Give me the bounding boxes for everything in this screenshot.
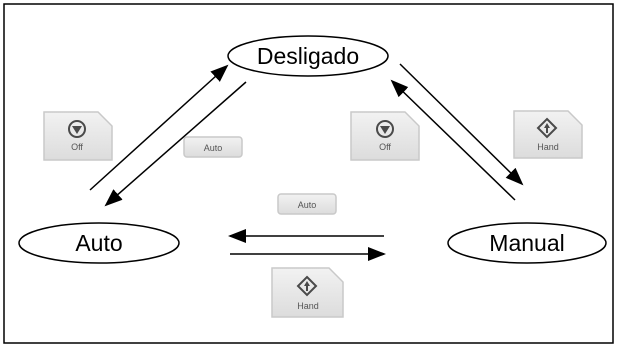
hand-button-right[interactable]: Hand: [513, 110, 583, 159]
diamond-up-icon: [296, 275, 318, 297]
hand-button-bottom[interactable]: Hand: [271, 267, 344, 318]
off-button-left-label: Off: [71, 142, 83, 152]
state-auto-label: Auto: [75, 230, 122, 256]
hand-button-bottom-label: Hand: [297, 301, 319, 311]
diamond-up-icon: [536, 117, 558, 139]
hand-button-right-label: Hand: [537, 142, 559, 152]
state-auto: Auto: [18, 222, 180, 264]
auto-button-top-label: Auto: [204, 143, 223, 153]
arrow-manual-to-off: [390, 79, 516, 201]
state-manual-ellipse: [447, 222, 607, 264]
stop-circle-icon: [68, 120, 86, 138]
auto-button-middle-body: [277, 193, 337, 215]
stop-circle-icon: [376, 120, 394, 138]
arrow-off-to-manual: [399, 63, 524, 186]
state-off-ellipse: [227, 35, 389, 77]
off-button-left[interactable]: Off: [43, 111, 113, 161]
arrow-auto-to-off: [89, 64, 229, 191]
state-auto-ellipse: [18, 222, 180, 264]
auto-button-top-body: [183, 136, 243, 158]
off-button-right-label: Off: [379, 142, 391, 152]
auto-button-middle[interactable]: Auto: [277, 193, 337, 215]
state-off: Desligado: [227, 35, 389, 77]
state-manual-label: Manual: [489, 230, 564, 256]
state-manual: Manual: [447, 222, 607, 264]
auto-button-top[interactable]: Auto: [183, 136, 243, 158]
auto-button-middle-label: Auto: [298, 200, 317, 210]
off-button-right[interactable]: Off: [350, 111, 420, 161]
state-off-label: Desligado: [257, 43, 359, 69]
hand-button-right-body: [513, 110, 583, 159]
arrow-off-to-auto: [104, 81, 247, 207]
hand-button-bottom-body: [271, 267, 344, 318]
diagram-frame: [3, 3, 614, 344]
